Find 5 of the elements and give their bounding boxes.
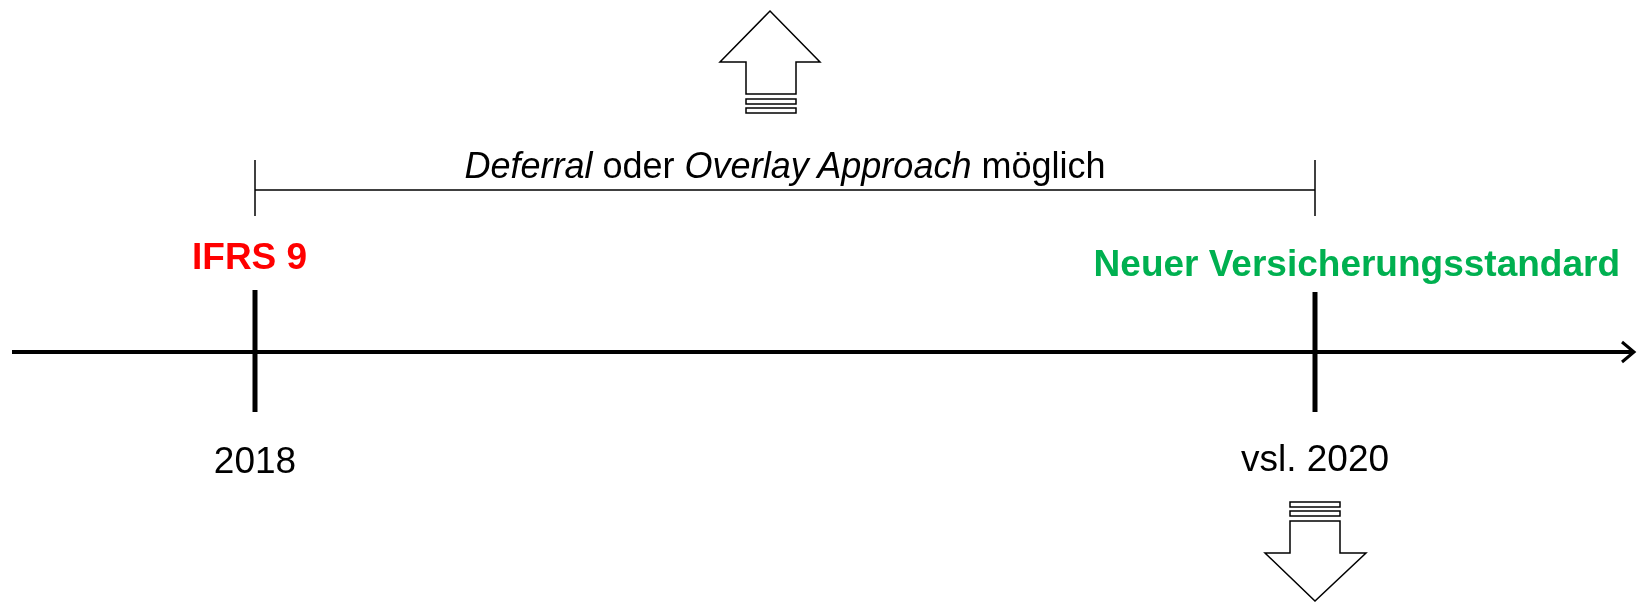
year-label: vsl. 2020	[1240, 440, 1390, 477]
milestone-label: IFRS 9	[192, 238, 308, 275]
milestone-label: Neuer Versicherungsstandard	[1093, 245, 1620, 282]
year-label: 2018	[213, 442, 297, 479]
range-label: Deferral oder Overlay Approach möglich	[464, 148, 1106, 184]
